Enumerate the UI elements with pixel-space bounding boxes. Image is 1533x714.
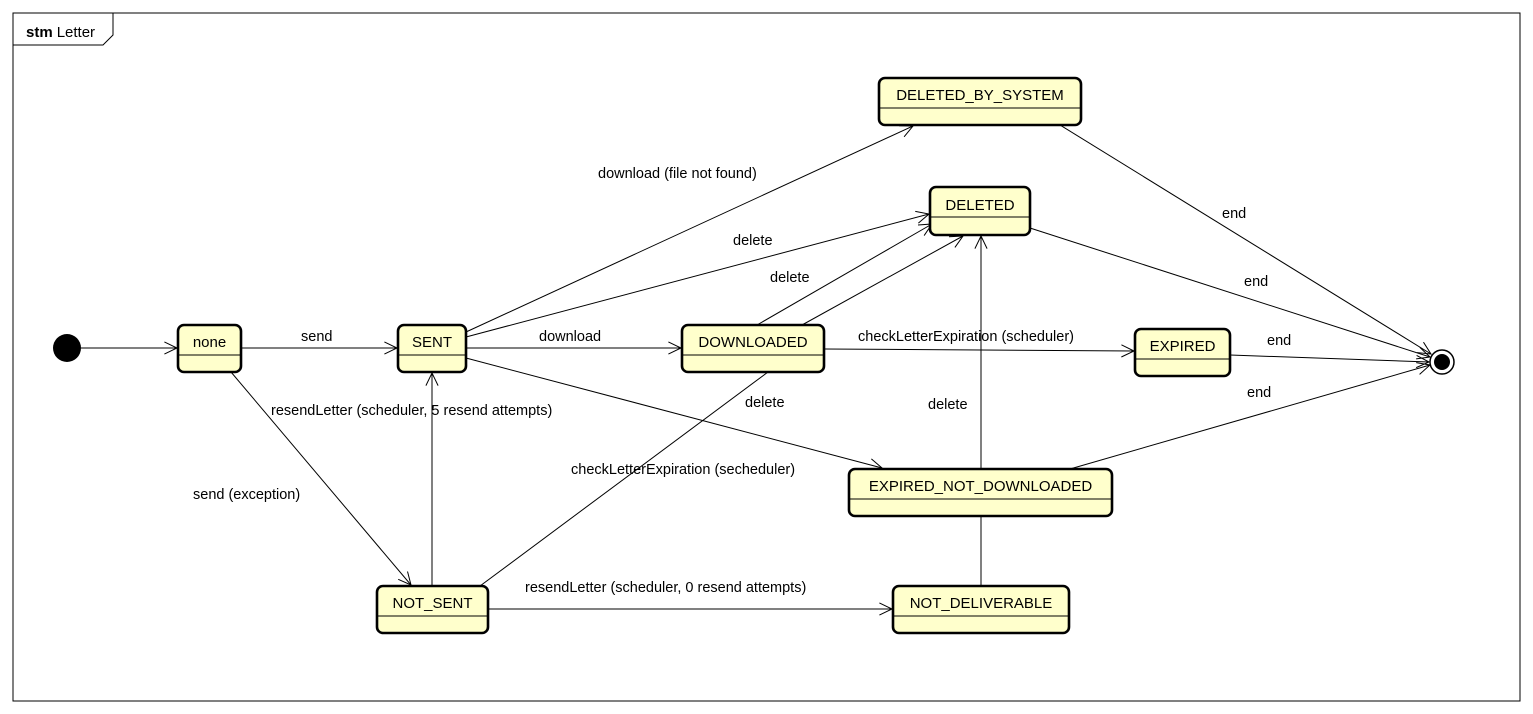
label-send: send [301,329,332,345]
arrowhead-icon [1416,362,1432,375]
final-state [1429,349,1455,375]
label-resend-5: resendLetter (scheduler, 5 resend attemp… [271,403,552,419]
label-resend-0: resendLetter (scheduler, 0 resend attemp… [525,580,806,596]
label-end-deleted-by-system: end [1222,206,1246,222]
edge-deleted-final [1029,227,1432,360]
edge-downloaded-deleted-b [801,235,965,326]
edge-not-sent-not-deliverable [488,602,894,616]
state-label: NOT_SENT [392,595,472,612]
state-deleted-by-system: DELETED_BY_SYSTEM [877,76,1083,127]
frame-name: Letter [57,24,95,41]
state-label: EXPIRED [1150,338,1216,355]
label-delete-not-sent: delete [745,395,785,411]
edge-not-sent-deleted [479,371,769,587]
frame-tab [12,12,114,46]
state-sent: SENT [396,323,468,374]
edge-deleted-by-system-final [1059,124,1432,355]
state-label: SENT [412,334,452,351]
label-delete-sent: delete [733,233,773,249]
label-download-file-not-found: download (file not found) [598,166,757,182]
state-label: DOWNLOADED [698,334,807,351]
label-end-deleted: end [1244,274,1268,290]
state-label: NOT_DELIVERABLE [910,595,1053,612]
state-downloaded: DOWNLOADED [680,323,826,374]
state-expired: EXPIRED [1133,327,1232,378]
edge-sent-deleted [465,210,931,338]
frame-keyword: stm [26,24,53,41]
edge-expired-not-downloaded-deleted [974,234,988,469]
diagram-frame [12,12,1521,702]
state-label: none [193,334,226,351]
edge-expired-final [1229,354,1431,369]
arrowhead-icon [1417,341,1432,355]
label-end-expired: end [1267,333,1291,349]
label-check-expiration-scheduler: checkLetterExpiration (scheduler) [858,329,1074,345]
state-label: DELETED [945,197,1014,214]
label-end-expired-not-downloaded: end [1247,385,1271,401]
label-check-expiration-secheduler: checkLetterExpiration (secheduler) [571,462,795,478]
state-label: EXPIRED_NOT_DOWNLOADED [869,478,1093,495]
label-delete-downloaded: delete [770,270,810,286]
label-delete-expired-not-downloaded: delete [928,397,968,413]
arrowhead-icon [1415,355,1431,369]
edge-initial-none [81,341,179,355]
state-not-deliverable: NOT_DELIVERABLE [891,584,1071,635]
state-deleted: DELETED [928,185,1032,237]
arrowhead-icon [1416,346,1432,360]
state-expired-not-downloaded: EXPIRED_NOT_DOWNLOADED [847,467,1114,518]
edge-downloaded-expired [823,344,1136,358]
state-label: DELETED_BY_SYSTEM [896,87,1064,104]
initial-pseudostate [53,334,81,362]
label-send-exception: send (exception) [193,487,300,503]
edge-expired-not-downloaded-final [1069,362,1432,470]
label-download: download [539,329,601,345]
state-not-sent: NOT_SENT [375,584,490,635]
state-none: none [176,323,243,374]
